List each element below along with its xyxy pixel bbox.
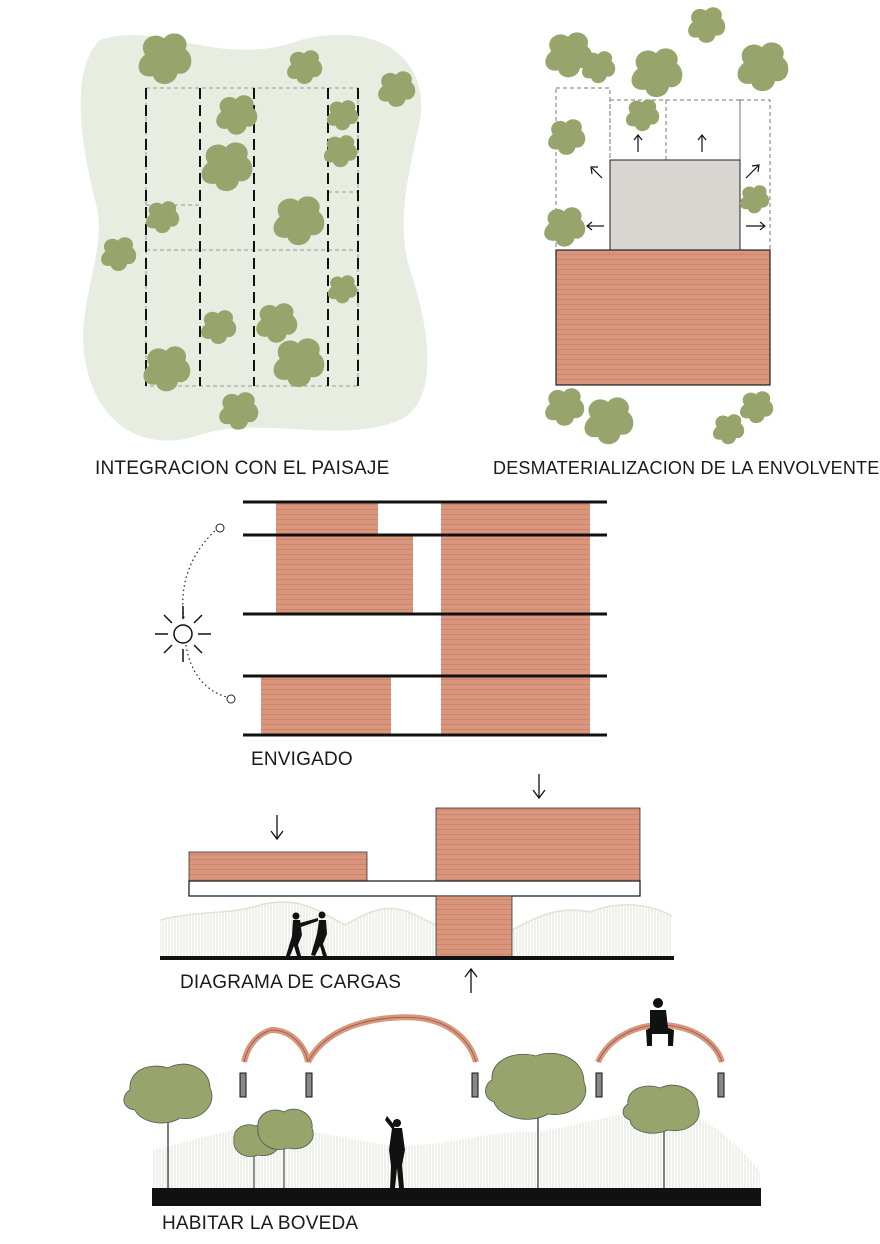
caption-landscape: INTEGRACION CON EL PAISAJE [95, 458, 390, 479]
tree-icon [257, 1108, 314, 1190]
arrow-icon [746, 221, 766, 231]
central-column [435, 895, 513, 959]
person-silhouette-icon [286, 911, 327, 956]
slab-lines [243, 500, 607, 737]
arrow-icon [464, 967, 478, 993]
tree-icon [545, 388, 585, 426]
tree-icon [712, 414, 745, 445]
tree-icon [584, 397, 634, 445]
left-load-block [188, 851, 368, 882]
caption-envelope: DESMATERIALIZACION DE LA ENVOLVENTE [493, 458, 880, 478]
arrow-icon [697, 134, 707, 152]
grey-volume [609, 159, 741, 251]
load-arrows [270, 774, 546, 993]
tree-icon [582, 51, 616, 84]
tree-icon [544, 207, 586, 247]
brick-volume [555, 249, 771, 386]
tree-icon [739, 185, 770, 214]
tree-icon [688, 7, 726, 43]
tree-icon [622, 1084, 700, 1190]
arrow-icon [532, 774, 546, 800]
tree-icon [631, 48, 683, 98]
expansion-arrows [586, 134, 766, 231]
envelope-panel [544, 7, 789, 445]
vault-panel [123, 998, 761, 1206]
vault-supports [239, 1072, 725, 1098]
arrow-icon [586, 221, 604, 231]
tree-icon [548, 119, 586, 155]
right-load-block [435, 807, 641, 882]
tree-icon [485, 1052, 587, 1190]
loads-panel [159, 774, 674, 993]
caption-vault: HABITAR LA BOVEDA [162, 1213, 359, 1234]
person-silhouette-icon [646, 998, 674, 1046]
arrow-icon [745, 164, 760, 179]
arrow-icon [633, 134, 643, 152]
sun-icon [155, 606, 211, 662]
tree-icon [626, 99, 660, 132]
landscape-blob [80, 34, 428, 441]
arrow-icon [590, 166, 603, 179]
vault-trees [123, 1052, 700, 1190]
brick-walls [261, 503, 590, 734]
tree-icon [123, 1063, 213, 1190]
caption-beams: ENVIGADO [251, 749, 353, 770]
landscape-panel [80, 33, 428, 441]
caption-loads: DIAGRAMA DE CARGAS [180, 972, 402, 993]
beams-panel [155, 500, 607, 737]
sun-path [155, 523, 236, 704]
slab [188, 880, 641, 897]
tree-icon [737, 42, 789, 92]
person-silhouette-icon [385, 1116, 405, 1188]
column-axes [145, 88, 359, 386]
arrow-icon [270, 815, 284, 841]
background-hills [160, 901, 672, 958]
vault-ground [152, 1188, 761, 1206]
tree-icon [740, 391, 774, 424]
